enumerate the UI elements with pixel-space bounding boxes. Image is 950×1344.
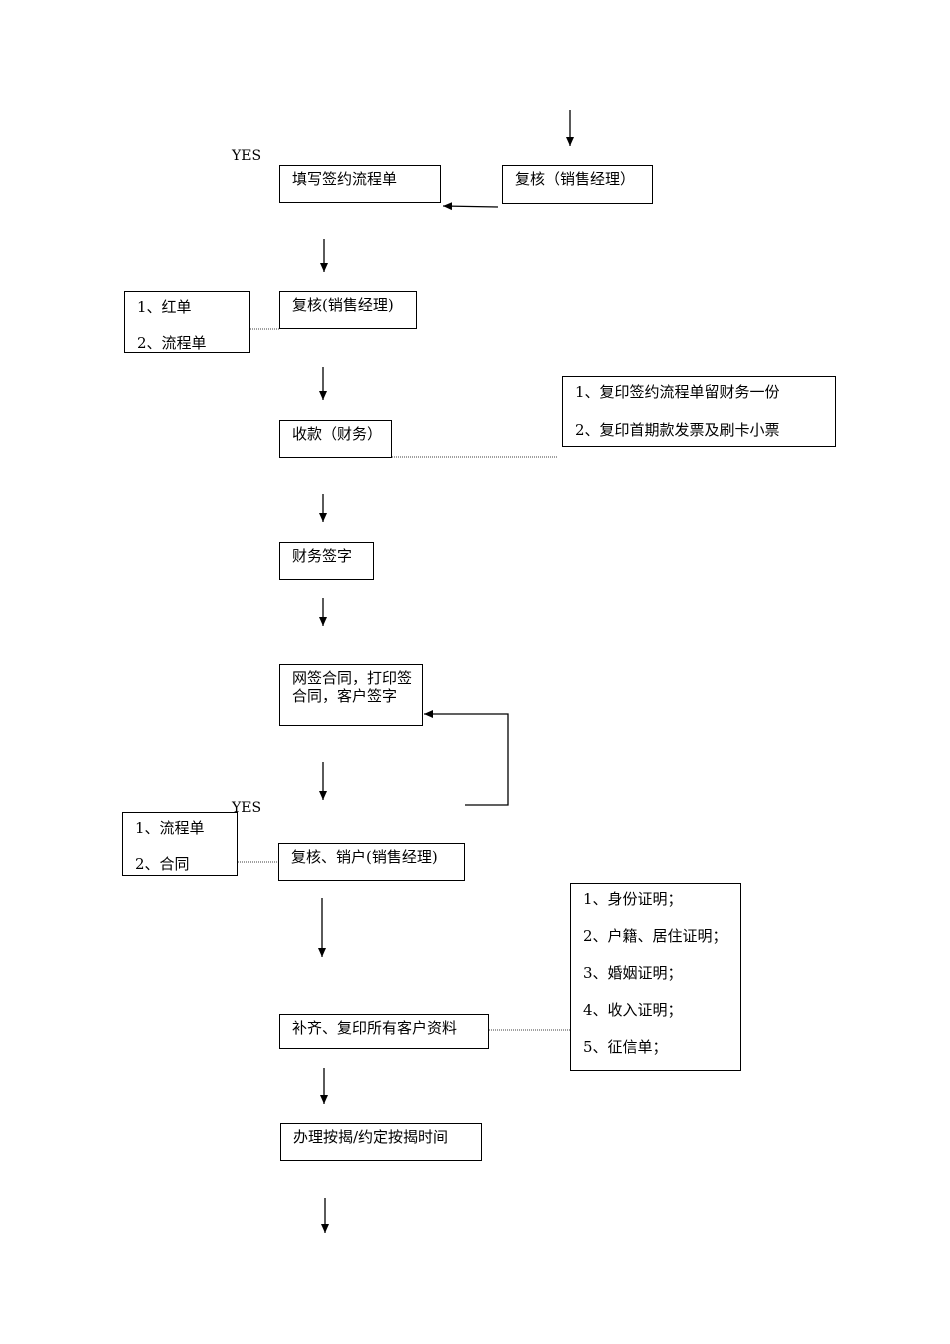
note-flow-contract-item: 1、流程单 <box>135 819 205 837</box>
step-collect-payment: 收款（财务） <box>279 420 392 458</box>
arrow-review-to-fill <box>442 202 499 211</box>
note-flow-contract-item: 2、合同 <box>135 855 190 873</box>
note-client-docs-item: 1、身份证明； <box>583 890 683 908</box>
note-red-forms-item: 2、流程单 <box>137 334 207 352</box>
loop-back-arrow <box>424 710 509 806</box>
step-supplement-docs: 补齐、复印所有客户资料 <box>279 1014 489 1049</box>
step-online-contract: 网签合同，打印签合同，客户签字 <box>279 664 423 726</box>
note-client-docs: 1、身份证明； 2、户籍、居住证明； 3、婚姻证明； 4、收入证明； 5、征信单… <box>570 883 741 1071</box>
note-copies-item: 1、复印签约流程单留财务一份 <box>575 383 780 401</box>
yes-label-mid: YES <box>232 800 262 816</box>
yes-label-top: YES <box>232 148 262 164</box>
note-client-docs-item: 2、户籍、居住证明； <box>583 927 728 945</box>
note-copies: 1、复印签约流程单留财务一份 2、复印首期款发票及刷卡小票 <box>562 376 836 447</box>
note-flow-contract: 1、流程单 2、合同 <box>122 812 238 876</box>
note-copies-item: 2、复印首期款发票及刷卡小票 <box>575 421 780 439</box>
note-client-docs-item: 5、征信单； <box>583 1038 668 1056</box>
step-review-close: 复核、销户(销售经理) <box>278 843 465 881</box>
note-client-docs-item: 4、收入证明； <box>583 1001 683 1019</box>
note-red-forms-item: 1、红单 <box>137 298 192 316</box>
step-fill-form: 填写签约流程单 <box>279 165 441 203</box>
step-finance-sign: 财务签字 <box>279 542 374 580</box>
note-client-docs-item: 3、婚姻证明； <box>583 964 683 982</box>
step-review-1: 复核(销售经理) <box>279 291 417 329</box>
step-mortgage: 办理按揭/约定按揭时间 <box>280 1123 482 1161</box>
step-review-top: 复核（销售经理） <box>502 165 653 204</box>
note-red-forms: 1、红单 2、流程单 <box>124 291 250 353</box>
